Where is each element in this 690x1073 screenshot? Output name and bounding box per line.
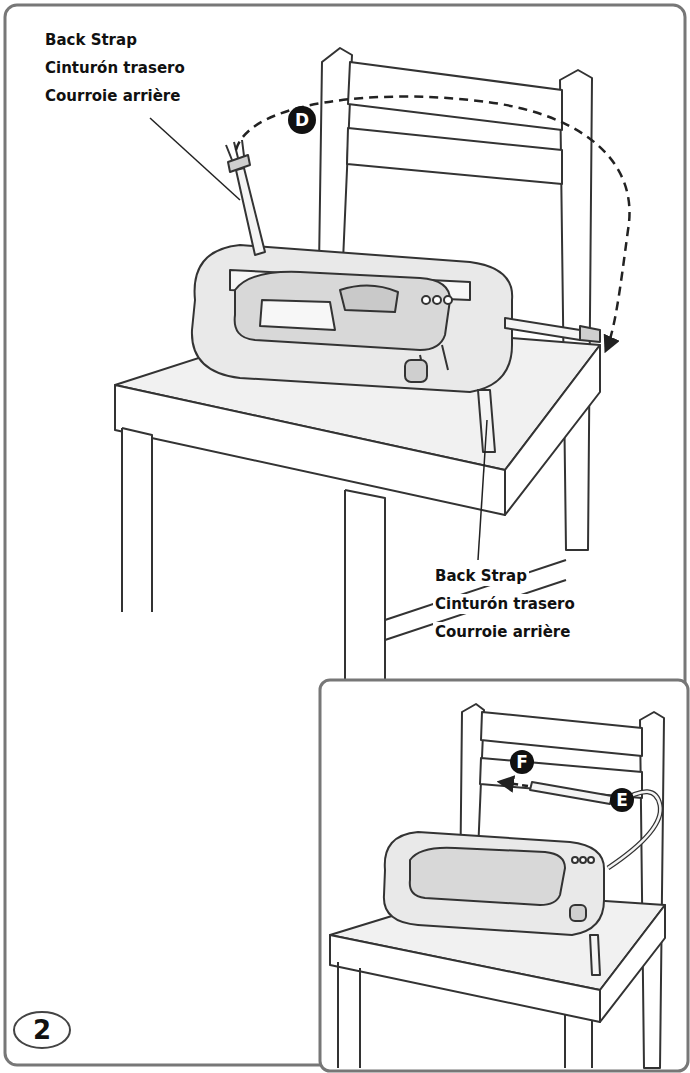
step-number: 2 <box>33 1015 51 1045</box>
part-name: Back Strap <box>43 30 139 50</box>
part-name: Back Strap <box>433 566 529 586</box>
part-name: Cinturón trasero <box>433 594 577 614</box>
callout-letter: D <box>295 110 309 130</box>
callout-letter: F <box>516 752 528 772</box>
part-name: Courroie arrière <box>433 622 572 642</box>
callout-letter: E <box>616 790 628 810</box>
part-name: Cinturón trasero <box>43 58 187 78</box>
part-name: Courroie arrière <box>43 86 182 106</box>
